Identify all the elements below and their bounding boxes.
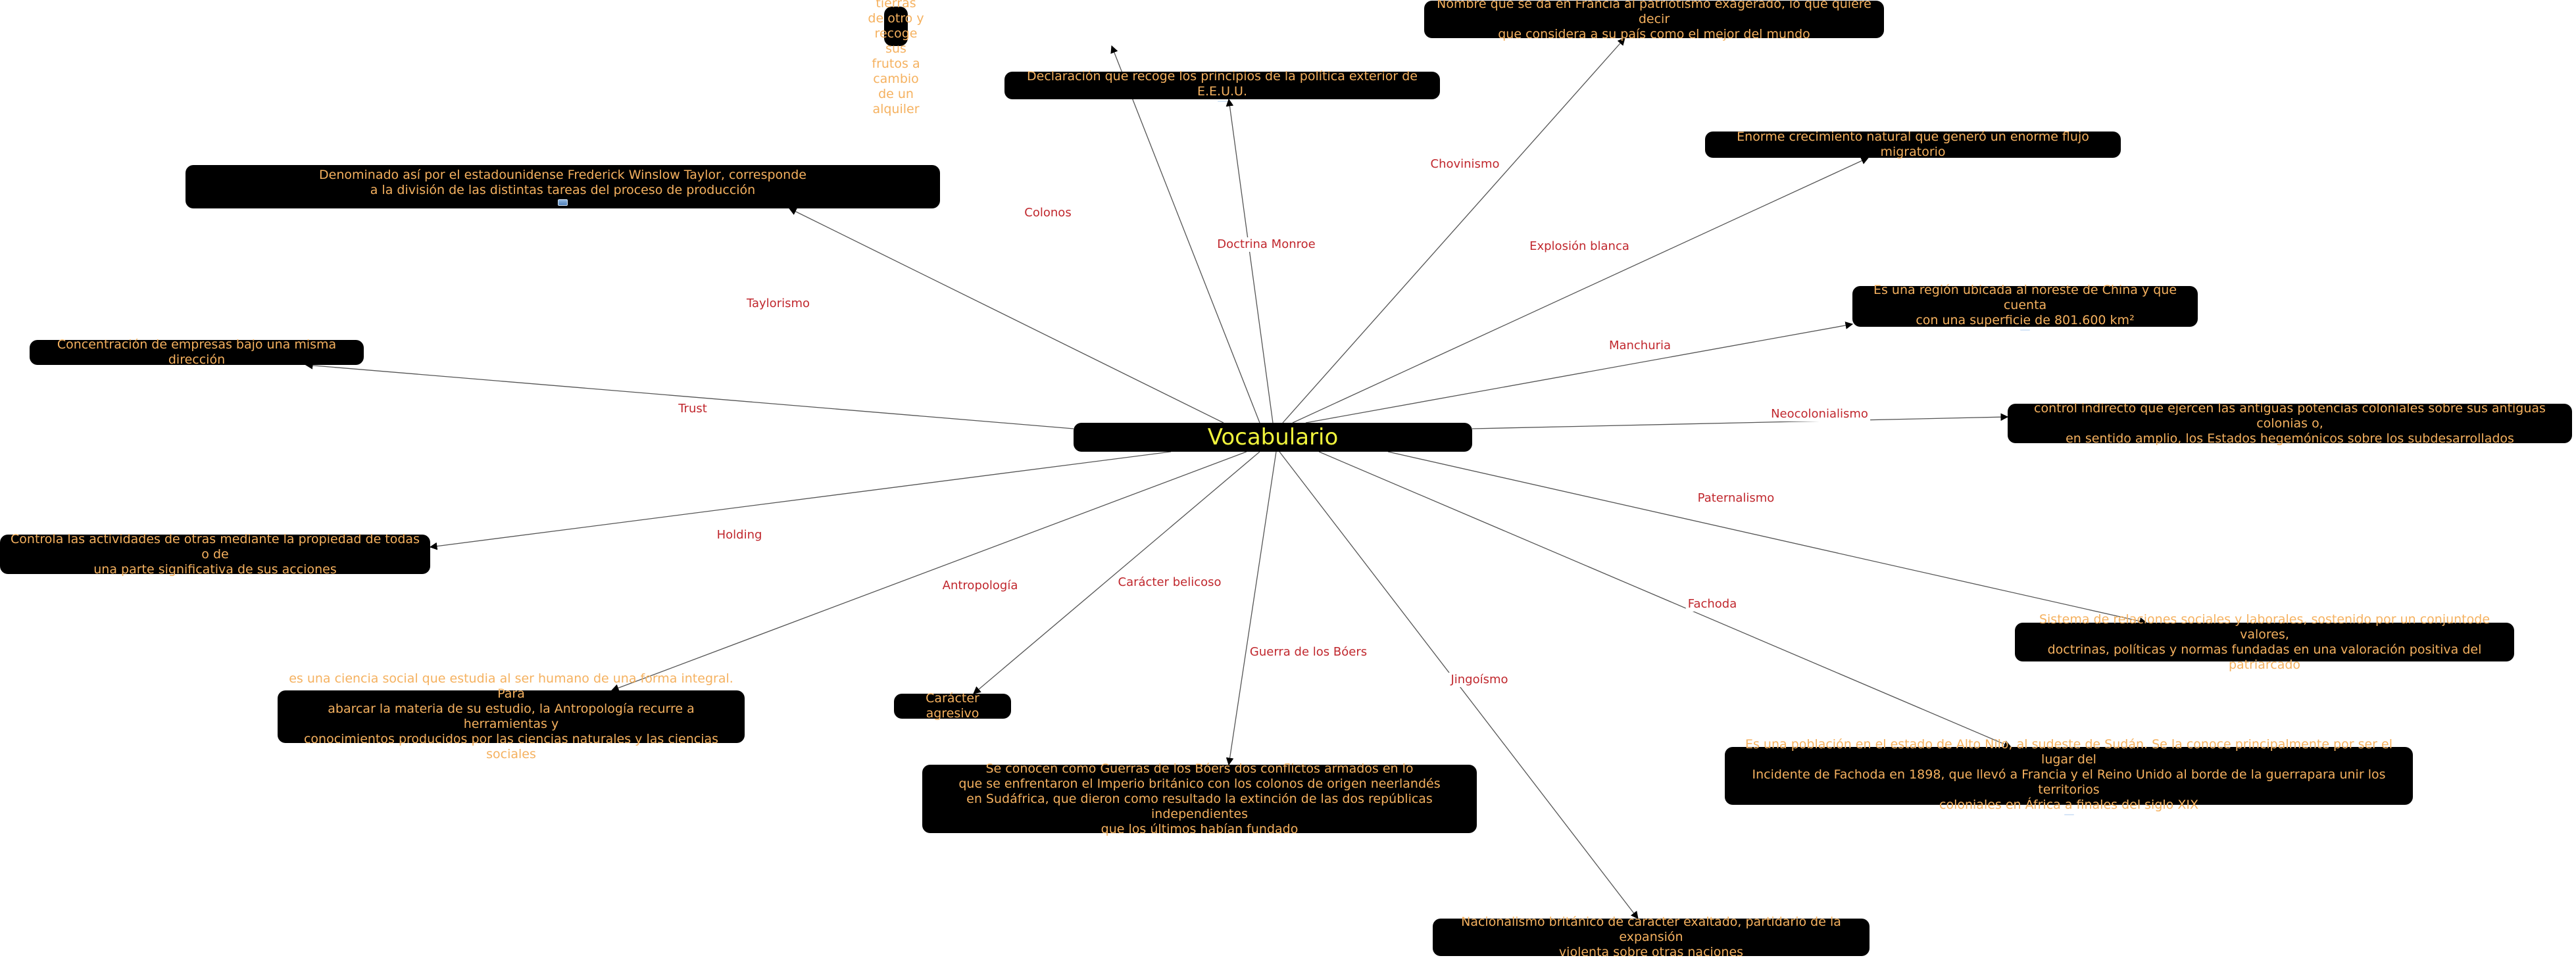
concept-text: Concentración de empresas bajo una misma… <box>57 337 337 367</box>
concept-text: Nacionalismo británico de caracter exalt… <box>1461 915 1841 959</box>
concept-node-holding[interactable]: Controla las actividades de otras median… <box>0 531 430 577</box>
link-label-monroe[interactable]: Doctrina Monroe <box>1215 237 1318 252</box>
concept-node-antropologia[interactable]: es una ciencia social que estudia al ser… <box>278 671 745 761</box>
connector-boers <box>1226 451 1277 766</box>
link-label-colonos[interactable]: Colonos <box>1022 206 1074 220</box>
concept-text: control indirecto que ejercen las antigu… <box>2034 400 2546 446</box>
concept-node-jingoismo[interactable]: Nacionalismo británico de caracter exalt… <box>1433 915 1870 959</box>
concept-text: Labrador que cultiva las tierras de otro… <box>868 0 924 116</box>
concept-text: Sistema de relaciones sociales y laboral… <box>2039 612 2490 672</box>
concept-text: Es una región ubicada al noreste de Chin… <box>1873 282 2177 327</box>
concept-node-trust[interactable]: Concentración de empresas bajo una misma… <box>30 337 364 367</box>
connector-manchuria <box>1305 322 1854 423</box>
concept-text: Controla las actividades de otras median… <box>11 531 420 577</box>
connector-neocolonialismo <box>1472 413 2009 429</box>
concept-node-monroe[interactable]: Declaración que recoge los principios de… <box>1004 69 1440 102</box>
link-label-explosion[interactable]: Explosión blanca <box>1527 239 1631 254</box>
link-label-jingoismo[interactable]: Jingoísmo <box>1449 673 1510 687</box>
link-label-boers[interactable]: Guerra de los Bóers <box>1247 645 1370 660</box>
link-label-taylorismo[interactable]: Taylorismo <box>744 297 812 311</box>
image-resource-icon[interactable] <box>2020 329 2030 331</box>
connector-trust <box>305 362 1074 429</box>
connector-colonos <box>1110 45 1260 423</box>
connector-monroe <box>1226 98 1274 423</box>
concept-node-manchuria[interactable]: Es una región ubicada al noreste de Chin… <box>1852 282 2198 331</box>
concept-text: Se conocen como Guerras de los Bóers dos… <box>958 761 1441 836</box>
image-resource-icon[interactable] <box>2064 813 2074 815</box>
link-label-holding[interactable]: Holding <box>714 528 764 542</box>
concept-node-colonos[interactable]: Labrador que cultiva las tierras de otro… <box>868 0 924 116</box>
connector-belicoso <box>973 451 1260 694</box>
concept-node-boers[interactable]: Se conocen como Guerras de los Bóers dos… <box>922 761 1477 836</box>
connector-explosion <box>1292 157 1870 423</box>
concept-text: Es una población en el estado de Alto Ni… <box>1745 736 2393 812</box>
image-resource-icon[interactable] <box>1217 101 1227 102</box>
link-label-chovinismo[interactable]: Chovinismo <box>1428 157 1502 172</box>
connector-paternalismo <box>1387 451 2148 625</box>
concept-node-explosion[interactable]: Enorme crecimiento natural que generó un… <box>1705 130 2121 159</box>
link-label-manchuria[interactable]: Manchuria <box>1606 339 1673 353</box>
connector-fachoda <box>1318 451 2012 748</box>
link-label-antropologia[interactable]: Antropología <box>940 579 1020 593</box>
concept-node-taylorismo[interactable]: Denominado así por el estadounidense Fre… <box>186 165 940 208</box>
link-label-neocolonialismo[interactable]: Neocolonialismo <box>1769 407 1870 421</box>
concept-text: Nombre que se da en Francia al patriotis… <box>1437 0 1871 41</box>
link-label-trust[interactable]: Trust <box>676 402 709 416</box>
connector-antropologia <box>610 451 1247 692</box>
link-label-fachoda[interactable]: Fachoda <box>1685 597 1739 612</box>
central-title: Vocabulario <box>1207 424 1339 450</box>
connector-chovinismo <box>1282 37 1625 423</box>
link-label-belicoso[interactable]: Carácter belicoso <box>1116 575 1224 590</box>
concept-node-belicoso[interactable]: Carácter agresivo <box>894 691 1011 721</box>
concept-text: es una ciencia social que estudia al ser… <box>289 671 733 761</box>
link-label-paternalismo[interactable]: Paternalismo <box>1695 491 1777 506</box>
concept-text: Declaración que recoge los principios de… <box>1027 69 1418 99</box>
connector-holding <box>429 451 1172 550</box>
concept-text: Denominado así por el estadounidense Fre… <box>319 168 806 197</box>
central-node[interactable]: Vocabulario <box>1074 423 1472 452</box>
image-resource-icon[interactable] <box>558 199 568 206</box>
concept-node-chovinismo[interactable]: Nombre que se da en Francia al patriotis… <box>1424 0 1884 41</box>
concept-node-neocolonialismo[interactable]: control indirecto que ejercen las antigu… <box>2008 400 2572 446</box>
concept-text: Carácter agresivo <box>926 691 979 721</box>
concept-node-paternalismo[interactable]: Sistema de relaciones sociales y laboral… <box>2015 612 2514 672</box>
concept-node-fachoda[interactable]: Es una población en el estado de Alto Ni… <box>1725 737 2413 815</box>
connector-taylorismo <box>788 208 1224 423</box>
concept-text: Enorme crecimiento natural que generó un… <box>1737 130 2089 159</box>
